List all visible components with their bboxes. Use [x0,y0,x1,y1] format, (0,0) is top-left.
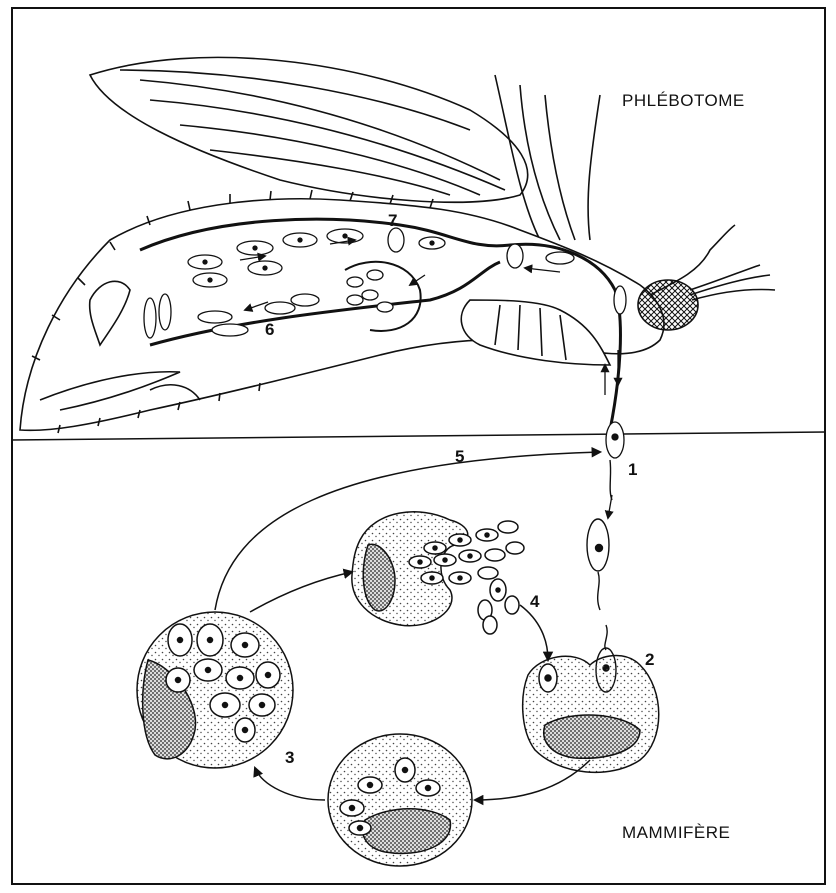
step-5-label: 5 [455,447,464,467]
step-2-label: 2 [645,650,654,670]
divider-line [11,432,826,440]
infected-cell-full [137,612,293,768]
step-4-label: 4 [530,592,539,612]
step-7-label: 7 [388,211,397,231]
label-mammifere: MAMMIFÈRE [622,823,730,843]
arrow-cell-to-burst [250,572,352,612]
arrow-step-4 [520,605,548,660]
wing-upper [90,57,528,202]
step-1-label: 1 [628,460,637,480]
bursting-cell [352,512,524,634]
macrophage-infection [523,656,659,773]
step-6-label: 6 [265,320,274,340]
label-phlebotome: PHLÉBOTOME [622,91,745,111]
compound-eye [638,280,698,330]
arrow-descend [608,495,612,518]
step-3-label: 3 [285,748,294,768]
arrow-step-3 [255,768,325,800]
infected-cell-early [328,734,472,866]
